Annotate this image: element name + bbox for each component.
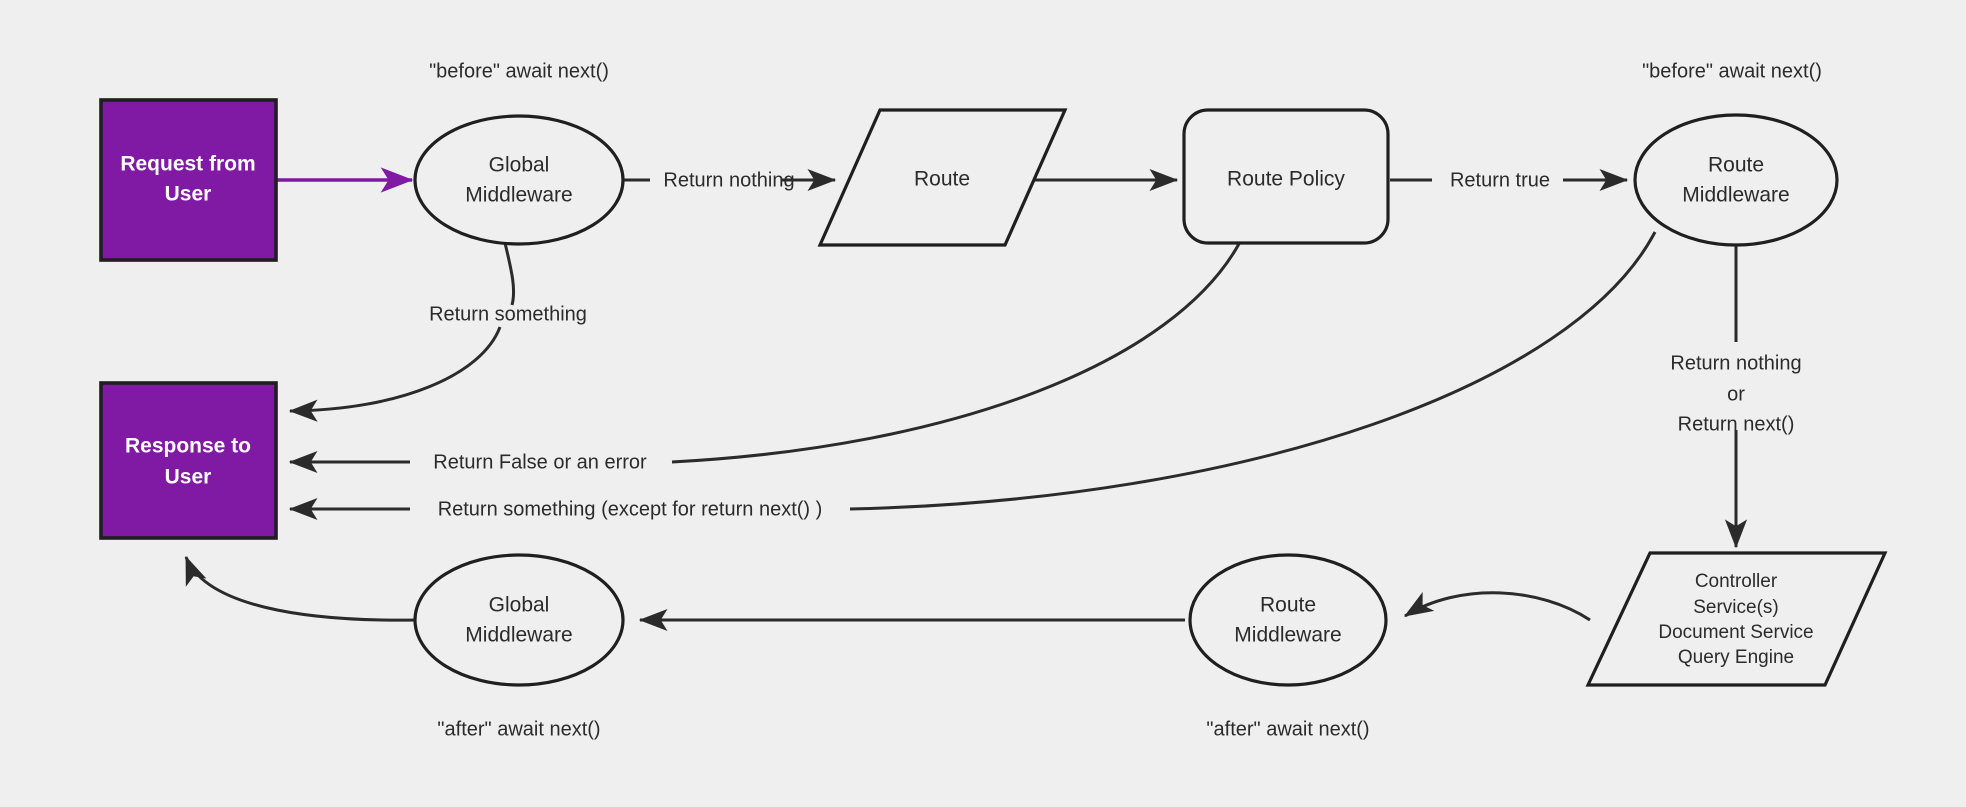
node-route-middleware-bottom-label-1: Route — [1260, 594, 1316, 617]
edge-controller-to-route-middleware-bottom — [1403, 591, 1591, 622]
node-route[interactable] — [817, 108, 1068, 247]
node-route-middleware-top[interactable] — [1633, 113, 1839, 247]
node-route-middleware-top-label-1: Route — [1708, 154, 1764, 177]
annotation-before-global-middleware: "before" await next() — [429, 60, 609, 82]
edge-route-middleware-to-response — [849, 231, 1657, 511]
node-controller-services[interactable] — [1585, 551, 1888, 687]
node-global-middleware-bottom-label-2: Middleware — [465, 624, 572, 647]
node-route-middleware-bottom[interactable] — [1188, 553, 1388, 687]
edge-global-middleware-bottom-to-response — [184, 555, 419, 622]
edge-label-return-nothing: Return nothing — [663, 169, 794, 191]
edge-global-middleware-to-response — [503, 242, 516, 306]
node-route-middleware-top-label-2: Middleware — [1682, 184, 1789, 207]
node-request-label-2: User — [165, 183, 212, 206]
edge-label-return-nothing-or-2: or — [1727, 383, 1745, 405]
node-response-label-1: Response to — [125, 435, 251, 458]
node-request-label-1: Request from — [120, 153, 255, 176]
node-global-middleware-top-label-1: Global — [489, 154, 550, 177]
node-controller-label-2: Service(s) — [1693, 597, 1779, 618]
edge-label-return-something-global: Return something — [429, 303, 587, 325]
node-route-label: Route — [914, 168, 970, 191]
edge-label-return-false-or-error: Return False or an error — [433, 451, 647, 473]
node-response-to-user[interactable] — [99, 381, 278, 540]
node-controller-label-4: Query Engine — [1678, 647, 1794, 668]
node-route-policy-label: Route Policy — [1227, 168, 1345, 191]
annotation-after-global-middleware: "after" await next() — [437, 718, 600, 740]
annotation-before-route-middleware: "before" await next() — [1642, 60, 1822, 82]
node-global-middleware-bottom[interactable] — [413, 553, 625, 687]
node-controller-label-3: Document Service — [1658, 622, 1813, 643]
node-global-middleware-top[interactable] — [413, 114, 625, 246]
edge-label-return-nothing-or-3: Return next() — [1678, 413, 1795, 435]
node-controller-label-1: Controller — [1695, 571, 1778, 592]
node-response-label-2: User — [165, 466, 212, 489]
edge-route-policy-to-response — [671, 241, 1242, 464]
edge-label-return-nothing-or-1: Return nothing — [1670, 352, 1801, 374]
node-global-middleware-bottom-label-1: Global — [489, 594, 550, 617]
node-route-middleware-bottom-label-2: Middleware — [1234, 624, 1341, 647]
edge-label-return-true: Return true — [1450, 169, 1550, 191]
node-request-from-user[interactable] — [99, 98, 278, 262]
annotation-after-route-middleware: "after" await next() — [1206, 718, 1369, 740]
edge-global-middleware-to-response-b — [288, 326, 502, 422]
node-route-policy[interactable] — [1182, 108, 1390, 245]
node-global-middleware-top-label-2: Middleware — [465, 184, 572, 207]
edge-label-return-something-except: Return something (except for return next… — [438, 498, 823, 520]
